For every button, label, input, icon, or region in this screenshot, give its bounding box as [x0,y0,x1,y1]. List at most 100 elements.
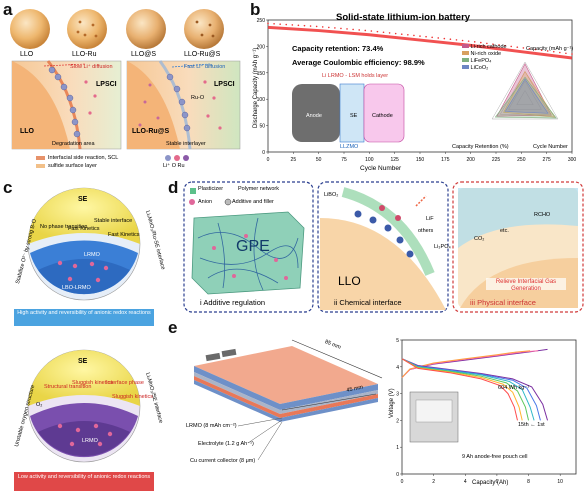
ce-point [388,32,391,34]
e-cell-label: 9 Ah anode-free pouch cell [462,454,528,460]
panel-d [183,181,584,313]
x-tick-label: 6 [496,479,499,485]
legend-sulfide: sulfide surface layer [48,163,97,169]
llo-label-left: LLO [20,128,34,135]
d-li3po4: Li₃PO₄ [434,244,451,250]
cathode-label: Cathode [372,113,393,119]
ce-point [315,25,318,28]
radar-axis-cycle: Cycle Number [533,144,568,150]
llzmo-label: LLZMO [340,144,359,150]
slow-diffusion-label: Slow Li⁺ diffusion [70,64,113,70]
anode-label: Anode [306,113,322,119]
ce-point [413,34,415,37]
d-etc: etc. [500,228,509,234]
d-iii-label: iii Physical interface [470,298,536,307]
ce-point [492,43,494,45]
ce-point [540,49,543,52]
y-tick-label: 0 [396,472,399,478]
se-block [339,83,365,143]
ce-point [370,30,373,32]
ce-point [291,24,294,26]
x-tick-label: 125 [390,157,399,163]
e-electrolyte: Electrolyte (1.2 g Ah⁻¹) [198,441,254,447]
sphere-label-llo-s: LLO@S [131,51,157,58]
y-tick-label: 100 [257,97,266,103]
y-tick-label: 2 [396,418,399,424]
battery-label: Li LRMO - LSM holds layer [322,73,389,79]
ce-point [340,27,342,30]
panel-a [10,9,241,168]
c-top-stable: Stable interface [94,218,133,224]
y-tick-label: 250 [257,18,266,24]
c-top-fast-kinetics-1: Fast Kinetics [68,226,100,232]
x-tick-label: 50 [316,157,322,163]
c-bottom-sluggish-1: Sluggish kinetics [72,380,113,386]
panel-letter-e: e [168,318,178,337]
radar-legend-item-2: Ni-rich oxide [462,51,507,58]
ce-point [449,38,452,41]
sphere-label-llo-ru: LLO-Ru [72,51,97,58]
e-xlabel: Capacity (Ah) [472,480,509,486]
ce-point [522,47,525,49]
c-top-fast-kinetics-2: Fast Kinetics [108,232,140,238]
y-tick-label: 0 [262,150,265,156]
legend-interfacial: Interfacial side reaction, SCL [48,155,119,161]
x-tick-label: 175 [441,157,450,163]
ce-point [559,51,561,54]
ce-point [516,46,519,48]
ce-point [546,50,549,52]
c-bottom-o2: O₂ [36,402,43,408]
llo-ru-s-label: LLO-Ru@S [132,128,170,135]
ce-point [382,31,385,34]
ce-point [419,35,421,37]
c-bottom-caption: Low activity and reversibility of anioni… [17,474,151,480]
x-tick-label: 200 [466,157,475,163]
c-top-no-phase: No phase transition [40,224,88,230]
ce-point [571,53,573,55]
ce-point [279,23,281,25]
y-tick-label: 1 [396,445,399,451]
y-tick-label: 3 [396,392,399,398]
radar-legend-item-4: LiCoO₂ [462,65,507,72]
panel-letter-a: a [3,0,13,19]
radar-legend-item-1: Li-rich cathode [462,44,507,51]
panel-letter-c: c [3,178,13,197]
ce-point [425,35,427,38]
sphere-label-llo: LLO [20,51,34,58]
ce-point [552,50,555,53]
voltage-curve [401,358,530,421]
ru-o-label: Ru-O [191,95,205,101]
voltage-curve [401,358,549,421]
x-tick-label: 100 [365,157,374,163]
x-tick-label: 0 [267,157,270,163]
ce-point [267,22,269,25]
x-tick-label: 10 [557,479,563,485]
capacity-series-line [267,25,573,60]
ce-point [309,25,312,27]
c-top-lrmo: LRMO [84,252,100,258]
ce-point [437,37,440,39]
voltage-curve [401,358,518,421]
d-ii-label: ii Chemical interface [334,298,402,307]
legend-atoms: Li⁺ O Ru [163,163,185,169]
radar-axis-retention: Capacity Retention (%) [452,144,509,150]
e-cu: Cu current collector (8 μm) [190,458,256,464]
x-tick-label: 8 [527,479,530,485]
x-tick-label: 250 [517,157,526,163]
x-tick-label: 25 [291,157,297,163]
d-libo: LiBO₂ [324,192,339,198]
ce-point [297,24,300,27]
x-tick-label: 0 [401,479,404,485]
d-lif: LiF [426,216,434,222]
x-tick-label: 225 [492,157,501,163]
ce-point [358,29,360,31]
y-tick-label: 50 [259,124,265,130]
c-bottom-structure: Structural transition [44,384,92,390]
c-bottom-interface: Interface phase [106,380,144,386]
ce-point [565,52,567,55]
radar-legend: Li-rich cathode Ni-rich oxide LiFePO₄ Li… [462,44,507,72]
radar-axis-capacity: Capacity (mAh g⁻¹) [526,46,574,52]
d-gpe-label: GPE [236,238,270,255]
